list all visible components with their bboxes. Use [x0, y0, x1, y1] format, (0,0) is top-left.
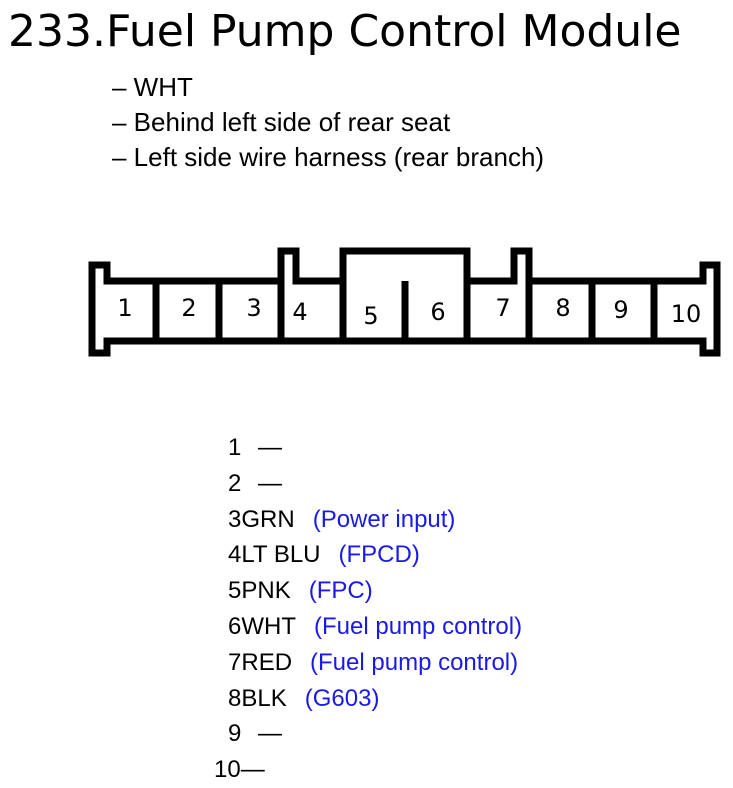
- cell-5: 5: [363, 302, 378, 330]
- cell-10: 10: [671, 300, 702, 328]
- pin-row-3: 3GRN(Power input): [228, 505, 456, 533]
- pin-row-7: 7RED(Fuel pump control): [228, 648, 519, 676]
- pin-row-10: 10—: [214, 756, 265, 784]
- connector-color-line: – WHT: [112, 72, 193, 102]
- connector-info: – WHT – Behind left side of rear seat – …: [112, 70, 544, 175]
- pin-row-8: 8BLK(G603): [228, 684, 380, 712]
- cell-6: 6: [430, 298, 445, 326]
- cell-1: 1: [117, 294, 132, 322]
- connector-diagram: 1 2 3 4 5 6 7 8 9 10: [88, 247, 721, 357]
- cell-2: 2: [181, 294, 196, 322]
- connector-harness-line: – Left side wire harness (rear branch): [112, 142, 545, 172]
- connector-location-line: – Behind left side of rear seat: [112, 107, 451, 137]
- cell-7: 7: [495, 294, 510, 322]
- cell-4: 4: [292, 298, 307, 326]
- pin-row-4: 4LT BLU(FPCD): [228, 541, 420, 569]
- pin-row-6: 6WHT(Fuel pump control): [228, 612, 523, 640]
- pin-row-9: 9 —: [228, 720, 283, 748]
- cell-8: 8: [555, 294, 570, 322]
- cell-3: 3: [246, 294, 261, 322]
- pin-list: 1 — 2 — 3GRN(Power input) 4LT BLU(FPCD) …: [214, 430, 522, 788]
- cell-dividers: [152, 281, 658, 341]
- pin-row-5: 5PNK(FPC): [228, 577, 373, 605]
- pin-row-2: 2 —: [228, 469, 283, 497]
- cell-9: 9: [613, 296, 628, 324]
- page-title: 233.Fuel Pump Control Module: [8, 6, 682, 57]
- connector-outline: [88, 247, 721, 357]
- pin-row-1: 1 —: [228, 434, 283, 461]
